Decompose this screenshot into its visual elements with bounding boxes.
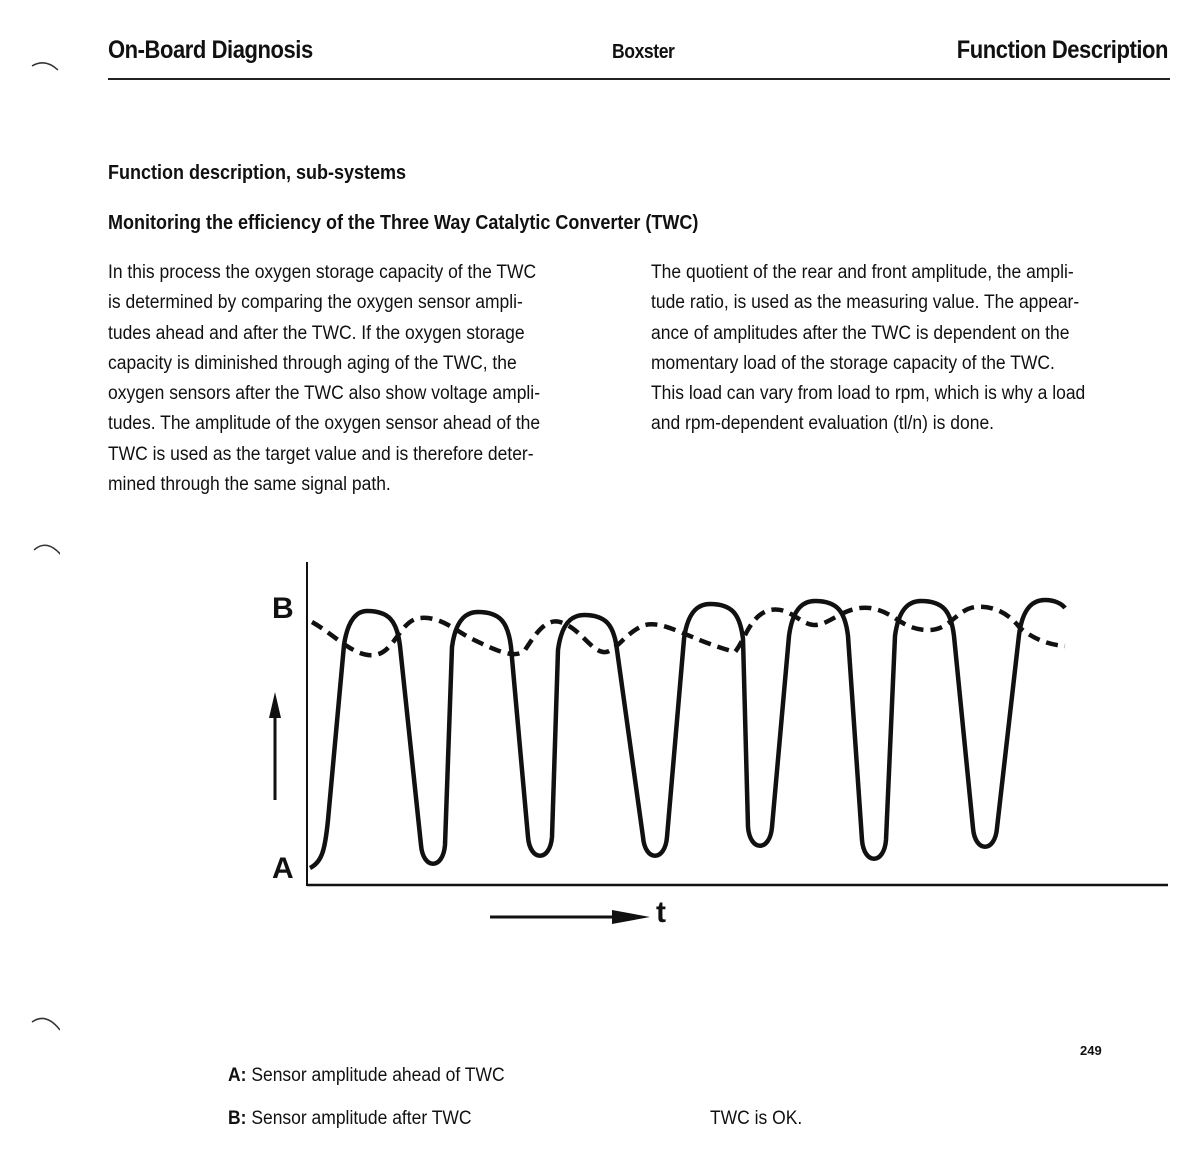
subsection-title: Monitoring the efficiency of the Three W… (108, 212, 699, 234)
text-line: tudes. The amplitude of the oxygen senso… (108, 413, 541, 435)
header-model: Boxster (612, 41, 675, 63)
header-right-title: Function Description (956, 36, 1169, 64)
text-line: and rpm-dependent evaluation (tl/n) is d… (651, 413, 995, 435)
time-label: t (656, 896, 666, 929)
legend-b-text: Sensor amplitude after TWC (246, 1108, 472, 1129)
text-line: tude ratio, is used as the measuring val… (651, 292, 1080, 314)
up-arrow-icon (269, 692, 281, 800)
text-line: momentary load of the storage capacity o… (651, 352, 1055, 374)
text-line: capacity is diminished through aging of … (108, 352, 517, 374)
legend-b: B: Sensor amplitude after TWC (228, 1108, 472, 1130)
legend-a-text: Sensor amplitude ahead of TWC (246, 1065, 505, 1086)
sensor-diagram (269, 562, 1168, 924)
header-left-title: On-Board Diagnosis (108, 36, 313, 64)
paragraph-left: In this process the oxygen storage capac… (108, 258, 540, 500)
margin-punch-marks (31, 62, 60, 1031)
legend-a-key: A: (228, 1065, 247, 1086)
text-line: mined through the same signal path. (108, 474, 391, 496)
page-number: 249 (1080, 1043, 1102, 1058)
text-line: oxygen sensors after the TWC also show v… (108, 383, 541, 405)
text-line: TWC is used as the target value and is t… (108, 443, 534, 465)
label-a: A (272, 852, 294, 885)
right-arrow-icon (490, 910, 650, 924)
label-b: B (272, 592, 294, 625)
paragraph-right: The quotient of the rear and front ampli… (651, 258, 1085, 440)
text-line: The quotient of the rear and front ampli… (651, 262, 1074, 283)
text-line: This load can vary from load to rpm, whi… (651, 383, 1086, 405)
legend-a: A: Sensor amplitude ahead of TWC (228, 1065, 505, 1087)
status-text: TWC is OK. (710, 1108, 803, 1129)
text-line: ance of amplitudes after the TWC is depe… (651, 322, 1070, 344)
text-line: tudes ahead and after the TWC. If the ox… (108, 322, 525, 344)
text-line: In this process the oxygen storage capac… (108, 262, 537, 283)
sensor-b-signal-line (310, 604, 1066, 658)
legend-b-key: B: (228, 1108, 247, 1129)
header-divider (108, 78, 1170, 80)
sensor-a-signal-line (308, 597, 1067, 871)
section-title: Function description, sub-systems (108, 162, 407, 184)
text-line: is determined by comparing the oxygen se… (108, 292, 523, 314)
